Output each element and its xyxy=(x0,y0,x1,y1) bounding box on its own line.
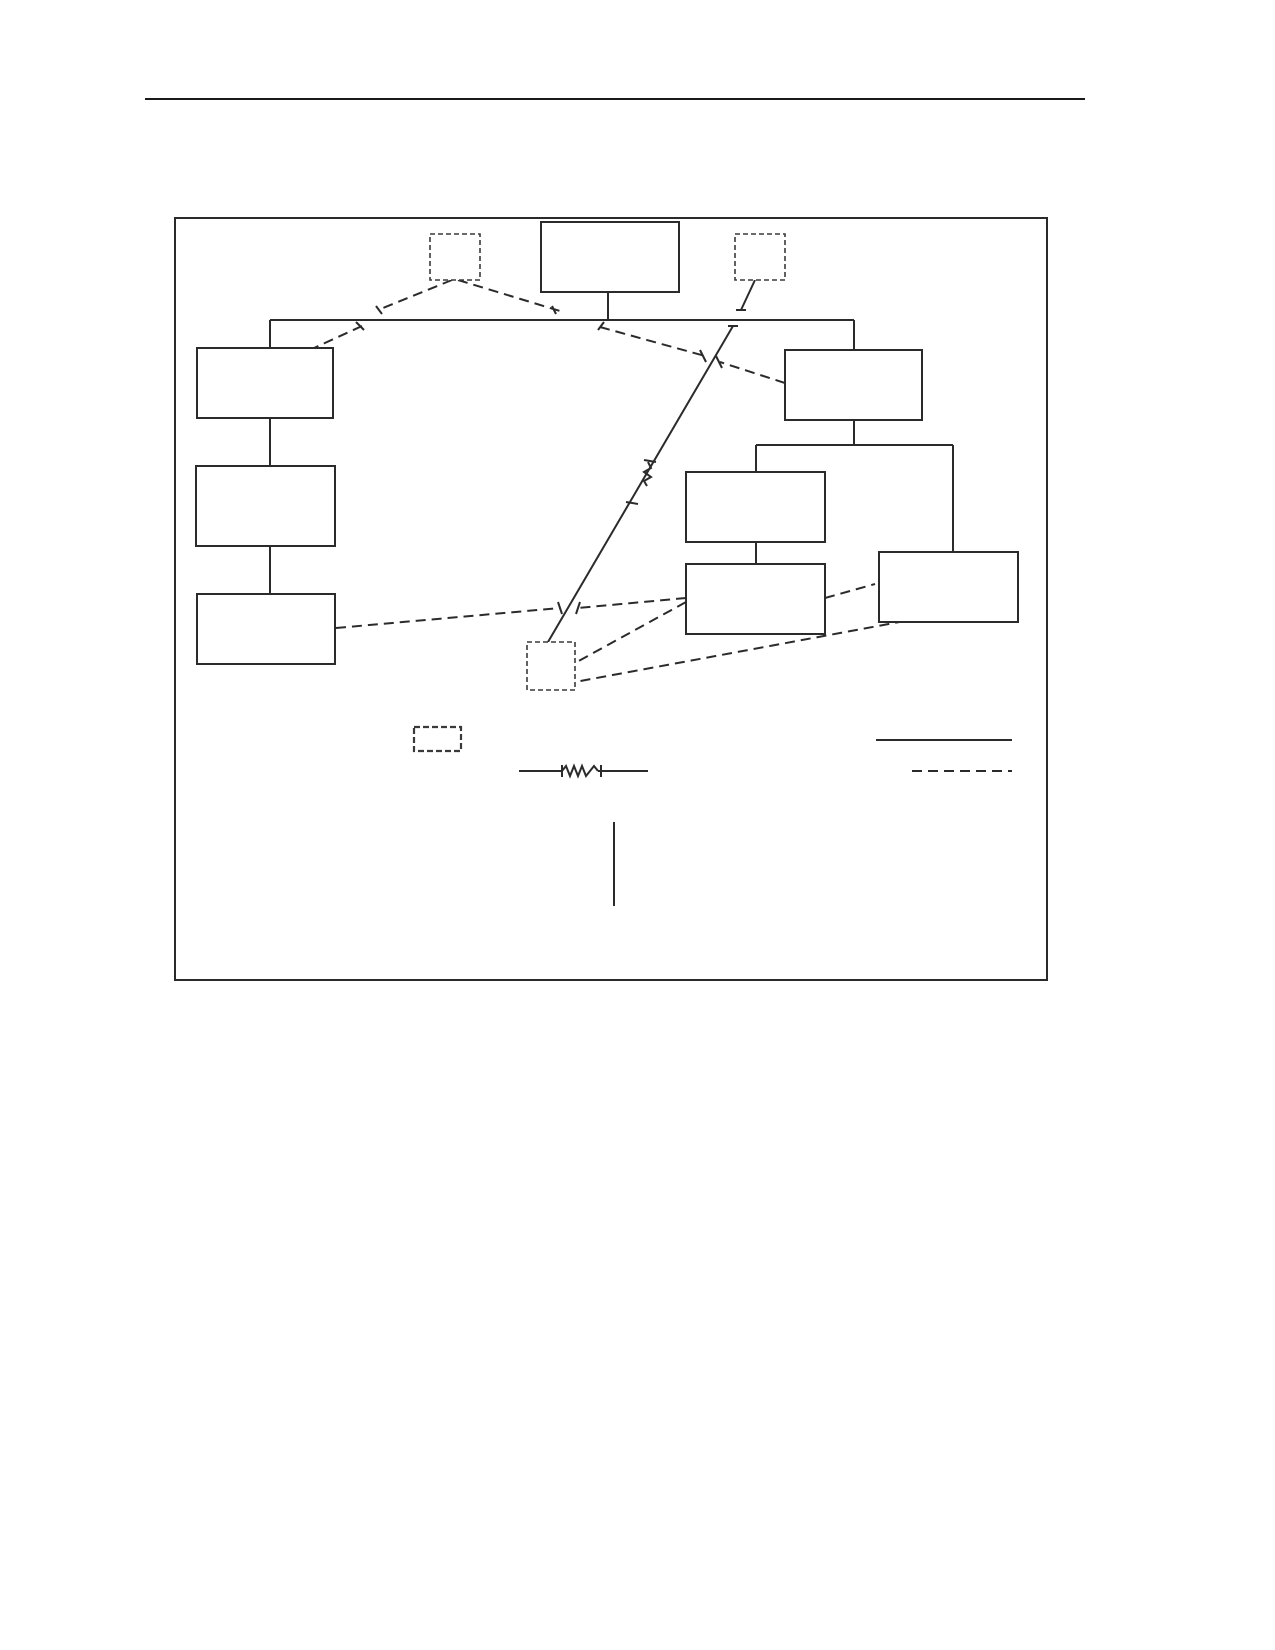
node-left-3 xyxy=(196,593,336,665)
node-right-side xyxy=(878,551,1019,623)
diagonal-link xyxy=(547,325,734,643)
dashed-top-right-link xyxy=(740,279,756,311)
left-3-to-diagonal xyxy=(335,607,561,629)
node-dashed-top-left xyxy=(429,233,481,281)
right-1-to-diagonal xyxy=(719,361,786,384)
diagonal-spring xyxy=(625,459,657,505)
dashed-connectors xyxy=(313,279,906,683)
terminator-ticks xyxy=(355,305,746,615)
node-right-3 xyxy=(685,563,826,635)
node-left-1 xyxy=(196,347,334,419)
legend-spring-symbol xyxy=(519,763,648,779)
legend xyxy=(412,725,1012,906)
node-right-1 xyxy=(784,349,923,421)
node-dashed-top-right xyxy=(734,233,786,281)
header-rule xyxy=(145,98,1085,100)
bus-to-diagonal xyxy=(599,326,706,357)
right-3-to-right-side xyxy=(824,583,876,599)
dashed-top-left-to-bus-right xyxy=(457,279,561,312)
dashed-top-left-to-bus-left xyxy=(377,279,453,311)
right-side-to-dashed-bottom xyxy=(574,620,906,683)
bus-to-left-1 xyxy=(313,325,363,349)
legend-dashed-box-symbol xyxy=(412,725,463,753)
tree-connectors xyxy=(269,279,954,643)
figure-frame xyxy=(174,217,1048,981)
right-3-to-diagonal xyxy=(577,597,687,609)
right-3-to-dashed-bottom xyxy=(574,601,687,664)
node-left-2 xyxy=(195,465,336,547)
node-right-2 xyxy=(685,471,826,543)
node-top xyxy=(540,221,680,293)
node-dashed-bottom xyxy=(526,641,576,691)
